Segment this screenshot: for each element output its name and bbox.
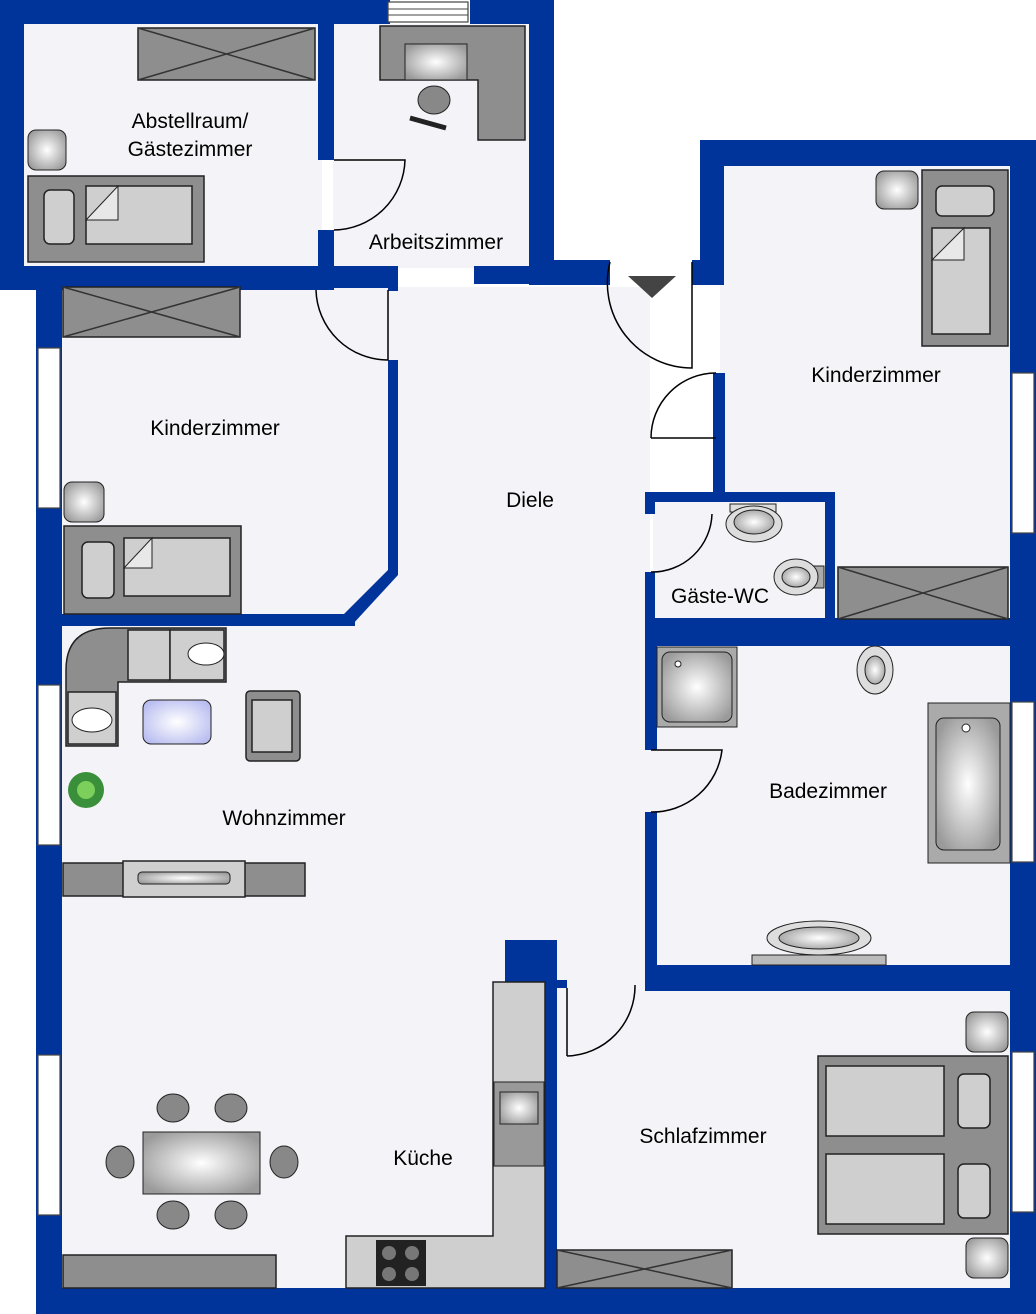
label-gaestezimmer: Gästezimmer bbox=[128, 138, 253, 161]
abstellraum-furniture bbox=[27, 27, 316, 263]
dining-set bbox=[62, 1093, 299, 1289]
label-kinderzimmer-left: Kinderzimmer bbox=[150, 417, 280, 440]
badezimmer-furniture bbox=[656, 645, 1011, 966]
label-schlafzimmer: Schlafzimmer bbox=[639, 1125, 766, 1148]
label-kinderzimmer-right: Kinderzimmer bbox=[811, 364, 941, 387]
entrance-arrow-icon bbox=[628, 276, 676, 298]
label-gaeste-wc: Gäste-WC bbox=[671, 585, 769, 608]
plant-icon bbox=[68, 772, 104, 808]
label-abstellraum: Abstellraum/ bbox=[132, 110, 249, 133]
label-diele: Diele bbox=[506, 489, 554, 512]
label-arbeitszimmer: Arbeitszimmer bbox=[369, 231, 503, 254]
label-kueche: Küche bbox=[393, 1147, 453, 1170]
schlafzimmer-furniture bbox=[556, 1011, 1009, 1289]
wohnzimmer-furniture bbox=[62, 627, 306, 898]
arbeitszimmer-furniture bbox=[379, 25, 526, 141]
kinderzimmer-left-furniture bbox=[62, 286, 242, 615]
label-wohnzimmer: Wohnzimmer bbox=[222, 807, 345, 830]
room-labels: Abstellraum/ Gästezimmer Arbeitszimmer K… bbox=[128, 110, 941, 1170]
doors bbox=[315, 159, 723, 1057]
kitchen-counter bbox=[345, 981, 546, 1289]
windows bbox=[37, 1, 1035, 1216]
label-badezimmer: Badezimmer bbox=[769, 780, 887, 803]
gaeste-wc-furniture bbox=[725, 503, 825, 596]
kinderzimmer-right-furniture bbox=[837, 169, 1009, 620]
